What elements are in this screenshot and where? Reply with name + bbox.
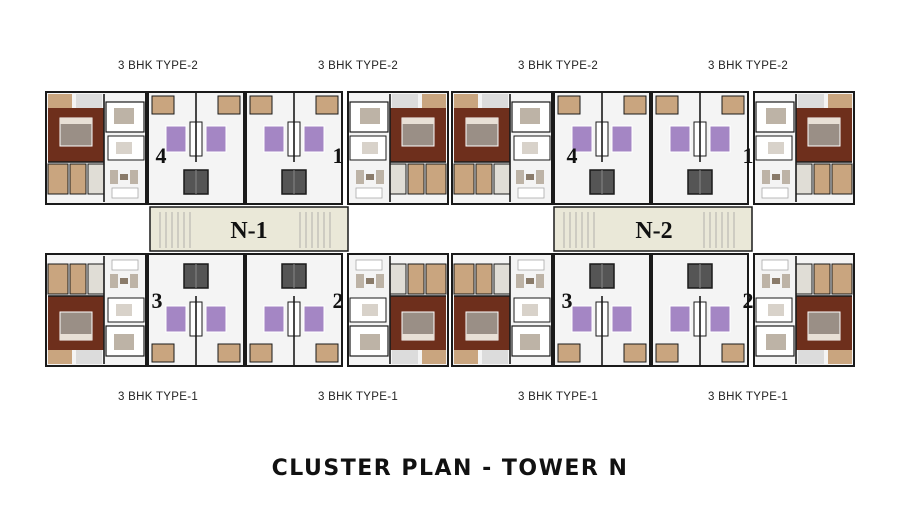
unit-number-n1-4: 4 <box>156 143 167 168</box>
living-n1-bottom-right <box>245 253 343 367</box>
unit-n2-bottom-right <box>753 253 855 367</box>
living-n2-bottom-right <box>651 253 749 367</box>
unit-n2-top-right <box>753 91 855 205</box>
unit-n1-top-left <box>45 91 147 205</box>
unit-number-n2-3: 3 <box>562 288 573 313</box>
unit-number-n1-3: 3 <box>152 288 163 313</box>
bottom-label-4: 3 BHK TYPE-1 <box>707 391 789 403</box>
unit-n1-bottom-left <box>45 253 147 367</box>
bottom-label-2: 3 BHK TYPE-1 <box>317 391 399 403</box>
core-n2: N-2 <box>553 206 753 252</box>
living-n1-top-right <box>245 91 343 205</box>
living-n2-top-right <box>651 91 749 205</box>
unit-n2-bottom-left <box>451 253 553 367</box>
cluster-floor-plan: N-1 N-2 4 1 3 2 4 1 3 2 <box>45 91 855 367</box>
unit-number-n1-2: 2 <box>333 288 344 313</box>
unit-number-n2-1: 1 <box>743 143 754 168</box>
top-label-3: 3 BHK TYPE-2 <box>517 60 599 72</box>
bottom-label-1: 3 BHK TYPE-1 <box>117 391 199 403</box>
core-label-n1: N-1 <box>230 218 267 244</box>
living-n2-top-left <box>553 91 651 205</box>
plan-title: CLUSTER PLAN - TOWER N <box>271 456 629 481</box>
unit-n2-top-left <box>451 91 553 205</box>
living-n1-bottom-left <box>147 253 245 367</box>
unit-number-n1-1: 1 <box>333 143 344 168</box>
unit-n1-bottom-right <box>347 253 449 367</box>
unit-number-n2-4: 4 <box>567 143 578 168</box>
living-n1-top-left <box>147 91 245 205</box>
unit-n1-top-right <box>347 91 449 205</box>
bottom-label-3: 3 BHK TYPE-1 <box>517 391 599 403</box>
living-n2-bottom-left <box>553 253 651 367</box>
top-label-1: 3 BHK TYPE-2 <box>117 60 199 72</box>
core-n1: N-1 <box>149 206 349 252</box>
top-label-4: 3 BHK TYPE-2 <box>707 60 789 72</box>
top-label-2: 3 BHK TYPE-2 <box>317 60 399 72</box>
core-label-n2: N-2 <box>635 218 672 244</box>
unit-number-n2-2: 2 <box>743 288 754 313</box>
